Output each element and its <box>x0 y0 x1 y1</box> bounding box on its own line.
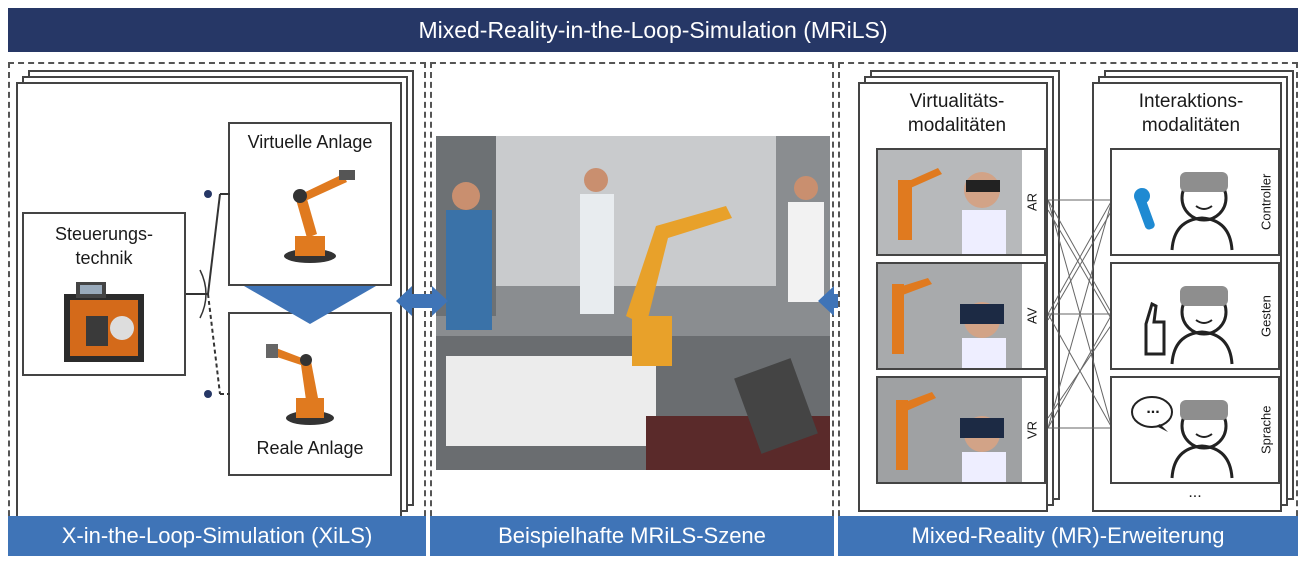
modality-ar-photo <box>878 150 1022 254</box>
modality-vr-label: VR <box>1020 378 1046 482</box>
controller-cabinet-image <box>64 282 144 362</box>
scene-footer: Beispielhafte MRiLS-Szene <box>430 516 834 556</box>
speech-bubble-text: ... <box>1146 400 1160 417</box>
controller-user-icon <box>1134 172 1234 251</box>
modality-vr-box: VR <box>876 376 1048 484</box>
speech-user-icon <box>1131 396 1234 479</box>
interaction-gesten-label: Gesten <box>1254 264 1280 368</box>
reale-anlage-box: Reale Anlage <box>228 312 392 476</box>
mr-footer-label: Mixed-Reality (MR)-Erweiterung <box>911 523 1225 548</box>
modality-interaction-links <box>1048 199 1112 429</box>
sync-triangle <box>244 286 376 324</box>
double-arrow-left <box>396 286 448 316</box>
interaction-sprache-box: ... Sprache <box>1110 376 1282 484</box>
scene-footer-label: Beispielhafte MRiLS-Szene <box>498 523 766 548</box>
interaction-controller-label: Controller <box>1254 150 1280 254</box>
steuerungstechnik-label: Steuerungs- technik <box>54 224 154 268</box>
modality-av-photo <box>878 264 1022 368</box>
reale-anlage-label: Reale Anlage <box>256 438 364 458</box>
modality-ar-label: AR <box>1020 150 1046 254</box>
virtuelle-anlage-box: Virtuelle Anlage <box>228 122 392 286</box>
modality-av-label: AV <box>1020 264 1046 368</box>
gesture-user-icon <box>1144 286 1234 365</box>
mrils-scene-photo <box>436 136 830 470</box>
real-robot-image <box>266 344 334 425</box>
modality-ar-box: AR <box>876 148 1048 256</box>
steuerungstechnik-box: Steuerungs- technik <box>22 212 186 376</box>
interaction-sprache-label: Sprache <box>1254 378 1280 482</box>
virtual-robot-image <box>284 170 355 263</box>
main-title: Mixed-Reality-in-the-Loop-Simulation (MR… <box>418 16 888 43</box>
xils-footer: X-in-the-Loop-Simulation (XiLS) <box>8 516 426 556</box>
interaction-gesten-box: Gesten <box>1110 262 1282 370</box>
xils-footer-label: X-in-the-Loop-Simulation (XiLS) <box>61 523 373 548</box>
xils-connector-lines <box>186 190 230 398</box>
modality-av-box: AV <box>876 262 1048 370</box>
interaction-controller-box: Controller <box>1110 148 1282 256</box>
virtuelle-anlage-label: Virtuelle Anlage <box>247 132 373 152</box>
more-interactions-ellipsis: ... <box>1188 484 1202 501</box>
mr-footer: Mixed-Reality (MR)-Erweiterung <box>838 516 1298 556</box>
modality-vr-photo <box>878 378 1022 482</box>
interaktion-title: Interaktions- modalitäten <box>1138 91 1244 136</box>
main-title-banner: Mixed-Reality-in-the-Loop-Simulation (MR… <box>8 8 1298 52</box>
virtualitaet-title: Virtualitäts- modalitäten <box>907 91 1007 136</box>
